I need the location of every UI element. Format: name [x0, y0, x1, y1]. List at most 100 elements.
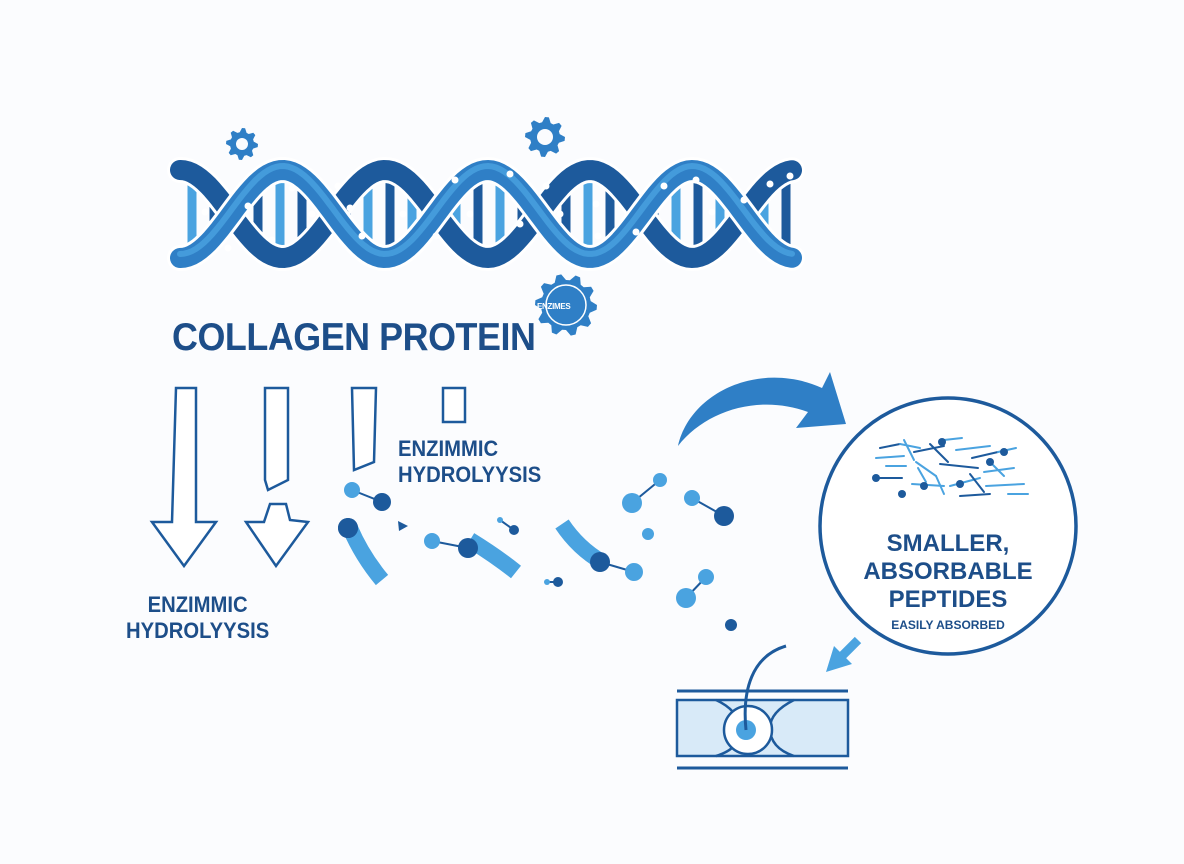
peptide-stroke — [929, 443, 949, 463]
helix-dot — [224, 244, 232, 252]
molecule-atom — [497, 517, 503, 523]
down-arrow-icon — [243, 502, 311, 569]
gear-center-ring — [545, 284, 587, 326]
down-arrow-icon — [149, 386, 219, 569]
peptide-node — [920, 482, 928, 490]
helix-dot — [594, 232, 602, 240]
gear-hole — [236, 138, 248, 150]
gear-icon — [525, 117, 565, 157]
absorption-path — [743, 644, 787, 731]
result-circle-outline — [818, 396, 1078, 656]
peptide-molecule-icon — [622, 473, 667, 513]
helix-strand-front — [170, 159, 802, 269]
peptide-stroke — [879, 443, 901, 449]
gear-hole — [537, 129, 553, 145]
down-arrow-icons — [149, 386, 467, 569]
helix-dot — [201, 208, 209, 216]
helix-strand-back — [170, 159, 802, 269]
peptide-stroke — [985, 483, 1025, 487]
molecule-atom — [509, 525, 519, 535]
gear-icons — [226, 117, 597, 336]
helix-dot — [692, 176, 700, 184]
helix-dot — [766, 180, 774, 188]
curved-arrow-shape — [678, 372, 846, 446]
molecule-atom — [698, 569, 714, 585]
helix-dot — [346, 204, 354, 212]
enzymes-gear-label: ENZIMES — [537, 302, 571, 311]
helix-dot — [740, 196, 748, 204]
peptide-stroke — [915, 461, 937, 477]
molecule-atom — [676, 588, 696, 608]
molecule-atom — [338, 518, 358, 538]
molecule-atom — [714, 506, 734, 526]
helix-dot — [288, 184, 296, 192]
molecule-atom — [725, 619, 737, 631]
molecule-atom — [642, 528, 654, 540]
curved-arrow-icon — [678, 372, 846, 446]
page-title: COLLAGEN PROTEIN — [172, 316, 536, 359]
peptide-fragments — [338, 473, 737, 631]
peptide-molecule-icon — [544, 577, 563, 587]
helix-dot — [786, 172, 794, 180]
result-label-line2: ABSORBABLE — [863, 558, 1033, 585]
molecule-atom — [622, 493, 642, 513]
result-label-line1: SMALLER, — [886, 530, 1010, 557]
result-label: SMALLER, ABSORBABLE PEPTIDES — [860, 530, 1036, 614]
peptide-stroke — [935, 475, 945, 495]
molecule-atom — [544, 579, 550, 585]
helix-dot — [358, 232, 366, 240]
peptide-stroke — [955, 445, 991, 451]
molecule-atom — [424, 533, 440, 549]
peptide-molecule-icon — [676, 569, 714, 608]
helix-dot — [334, 182, 342, 190]
helix-dot — [516, 220, 524, 228]
peptide-molecule-icon — [684, 490, 734, 526]
peptide-node — [938, 438, 946, 446]
hydrolysis-label-left: ENZIMMIC HYDROLYYSIS — [126, 592, 269, 644]
helix-dot — [592, 200, 600, 208]
helix-dot — [708, 208, 716, 216]
peptide-node — [1000, 448, 1008, 456]
peptide-molecule-icon — [424, 533, 478, 558]
hydrolysis-label-left-line1: ENZIMMIC — [147, 592, 248, 617]
helix-dot — [542, 182, 550, 190]
small-arrowhead — [398, 521, 408, 531]
helix-dot — [432, 232, 440, 240]
gear-icon — [226, 128, 258, 160]
molecule-atom — [458, 538, 478, 558]
intestinal-wall-icon — [675, 644, 850, 770]
helix-dot — [268, 236, 276, 244]
peptide-molecule-icon — [590, 552, 643, 581]
peptide-molecule-icon — [338, 518, 358, 538]
peptide-stroke — [971, 451, 999, 459]
molecule-atom — [590, 552, 610, 572]
helix-dot — [308, 210, 316, 218]
peptide-stroke — [969, 473, 985, 493]
peptide-stroke — [939, 463, 979, 469]
hydrolysis-label-left-line2: HYDROLYYSIS — [126, 618, 270, 643]
helix-dot — [466, 210, 474, 218]
peptide-node — [872, 474, 880, 482]
peptide-stroke — [903, 439, 915, 461]
peptide-stroke — [899, 443, 921, 449]
absorbable-peptides-circle — [818, 396, 1078, 672]
down-arrow-icon — [350, 386, 378, 472]
peptide-stroke — [959, 493, 991, 497]
peptide-node — [956, 480, 964, 488]
helix-strand-highlight — [177, 162, 795, 258]
peptide-stroke — [911, 483, 945, 487]
helix-dot — [451, 176, 459, 184]
helix-dot — [506, 170, 514, 178]
peptide-stroke — [943, 437, 963, 441]
down-arrow-icon — [441, 386, 467, 424]
peptide-node — [986, 458, 994, 466]
peptide-stroke — [913, 445, 945, 453]
dna-helix-icon — [167, 156, 805, 272]
helix-dot — [660, 182, 668, 190]
peptide-node — [898, 490, 906, 498]
peptide-molecule-icon — [344, 482, 391, 511]
hydrolysis-label-top-line1: ENZIMMIC — [398, 436, 499, 461]
peptide-stroke — [875, 455, 905, 459]
molecule-atom — [653, 473, 667, 487]
